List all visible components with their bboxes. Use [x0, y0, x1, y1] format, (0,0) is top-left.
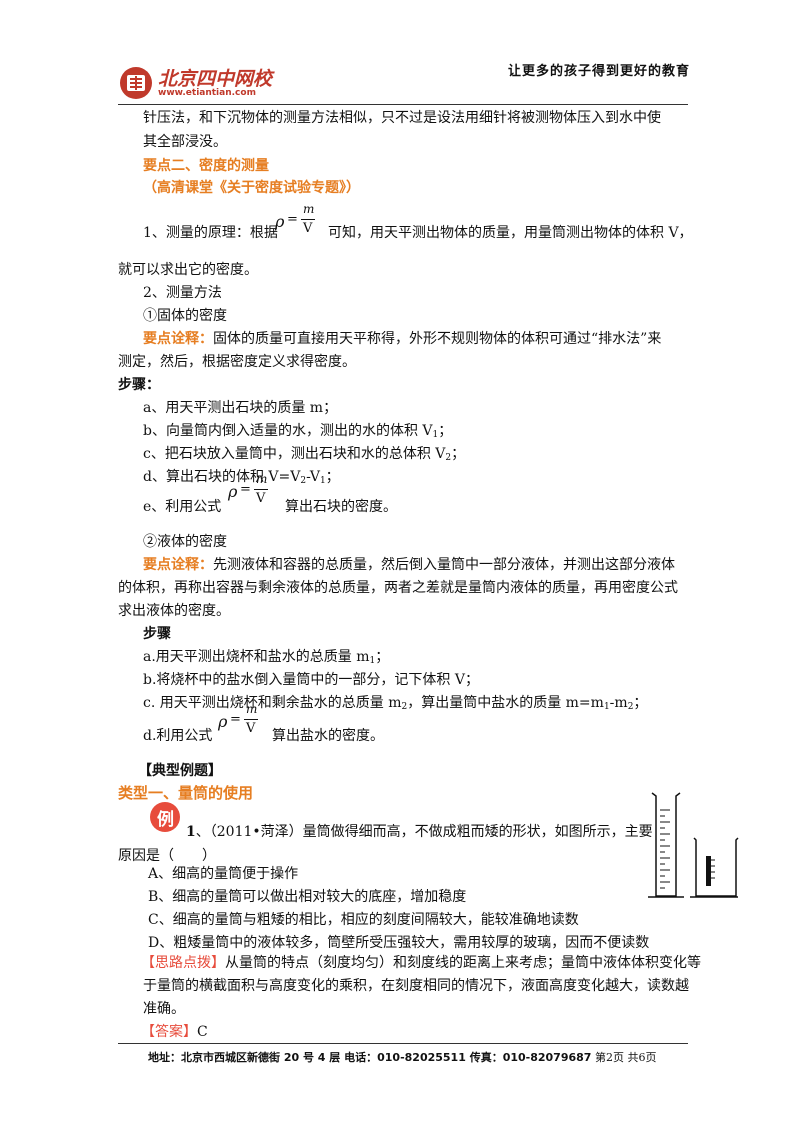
liquid-note-a: 先测液体和容器的总质量，然后倒入量筒中一部分液体，并测出这部分液体: [213, 557, 675, 573]
step-c: c、把石块放入量筒中，测出石块和水的总体积 V2；: [143, 446, 466, 463]
step-b: b、向量筒内倒入适量的水，测出的水的体积 V1；: [143, 423, 453, 440]
example-badge-icon: [148, 800, 184, 834]
answer-label: 【答案】: [141, 1024, 197, 1040]
option-c: C、细高的量筒与粗矮的相比，相应的刻度间隔较大，能较准确地读数: [148, 912, 579, 928]
section-title: 要点二、密度的测量: [143, 158, 269, 174]
method-heading: 2、测量方法: [143, 285, 222, 301]
example-badge: 例: [157, 810, 174, 830]
answer-value: C: [197, 1024, 208, 1040]
step-e-b: 算出石块的密度。: [285, 499, 397, 515]
hint-label: 【思路点拨】: [141, 955, 225, 971]
question-number: 1: [186, 824, 196, 840]
liquid-note-b: 的体积，再称出容器与剩余液体的总质量，两者之差就是量筒内液体的质量，再用密度公式: [118, 580, 678, 596]
header-rule: [118, 104, 688, 105]
footer-rule: [118, 1043, 688, 1044]
principle-text-a: 1、测量的原理：根据: [143, 225, 278, 241]
hint-b: 于量筒的横截面积与高度变化的乘积，在刻度相同的情况下，液面高度变化越大，读数越: [143, 978, 689, 994]
measuring-cylinders-figure: [640, 790, 740, 902]
option-a: A、细高的量筒便于操作: [148, 866, 299, 882]
note-label-2: 要点诠释：: [143, 557, 213, 573]
question-text: 、（2011•菏泽）量筒做得细而高，不做成粗而矮的形状，如图所示，主要: [195, 824, 653, 840]
step-d: d、算出石块的体积 V=V2-V1；: [143, 469, 340, 486]
logo-text: 北京四中网校: [158, 68, 273, 90]
footer-address: 地址：北京市西城区新德街 20 号 4 层 电话：010-82025511 传真…: [148, 1051, 592, 1064]
header-slogan: 让更多的孩子得到更好的教育: [508, 64, 691, 79]
note-label: 要点诠释：: [143, 331, 213, 347]
solid-note-b: 测定，然后，根据密度定义求得密度。: [118, 354, 356, 370]
principle-text-c: 就可以求出它的密度。: [118, 262, 258, 278]
option-d: D、粗矮量筒中的液体较多，筒壁所受压强较大，需用较厚的玻璃，因而不便读数: [148, 935, 650, 951]
liquid-step-b: b.将烧杯中的盐水倒入量筒中的一部分，记下体积 V；: [143, 672, 479, 688]
type-heading: 类型一、量筒的使用: [118, 784, 254, 802]
logo-url: www.etiantian.com: [158, 88, 256, 98]
liquid-step-a: a.用天平测出烧杯和盐水的总质量 m1；: [143, 649, 390, 666]
liquid-step-d-b: 算出盐水的密度。: [272, 728, 384, 744]
question-text-2: 原因是（ ）: [118, 848, 216, 864]
liquid-step-c: c. 用天平测出烧杯和剩余盐水的总质量 m2，算出量筒中盐水的质量 m=m1-m…: [143, 695, 648, 712]
liquid-step-d-a: d.利用公式: [143, 728, 213, 744]
examples-heading: 【典型例题】: [138, 763, 222, 779]
cont-line-2: 其全部浸没。: [143, 134, 227, 150]
option-b: B、细高的量筒可以做出相对较大的底座，增加稳度: [148, 889, 467, 905]
section-course: （高清课堂《关于密度试验专题》）: [143, 180, 360, 196]
hint-c: 准确。: [143, 1001, 185, 1017]
solid-title: ①固体的密度: [143, 308, 227, 324]
footer-page: 第2页 共6页: [595, 1051, 657, 1064]
cont-line-1: 针压法，和下沉物体的测量方法相似，只不过是设法用细针将被测物体压入到水中使: [143, 110, 661, 126]
liquid-title: ②液体的密度: [143, 534, 227, 550]
steps-label: 步骤：: [118, 377, 160, 393]
logo-icon: [118, 66, 154, 100]
steps-label-2: 步骤: [143, 626, 171, 642]
liquid-note-c: 求出液体的密度。: [118, 603, 230, 619]
step-e-a: e、利用公式: [143, 499, 222, 515]
step-a: a、用天平测出石块的质量 m；: [143, 400, 338, 416]
principle-text-b: 可知，用天平测出物体的质量，用量筒测出物体的体积 V，: [328, 225, 693, 241]
hint-a: 从量筒的特点（刻度均匀）和刻度线的距离上来考虑；量筒中液体体积变化等: [225, 955, 701, 971]
solid-note-a: 固体的质量可直接用天平称得，外形不规则物体的体积可通过“排水法”来: [213, 331, 662, 347]
